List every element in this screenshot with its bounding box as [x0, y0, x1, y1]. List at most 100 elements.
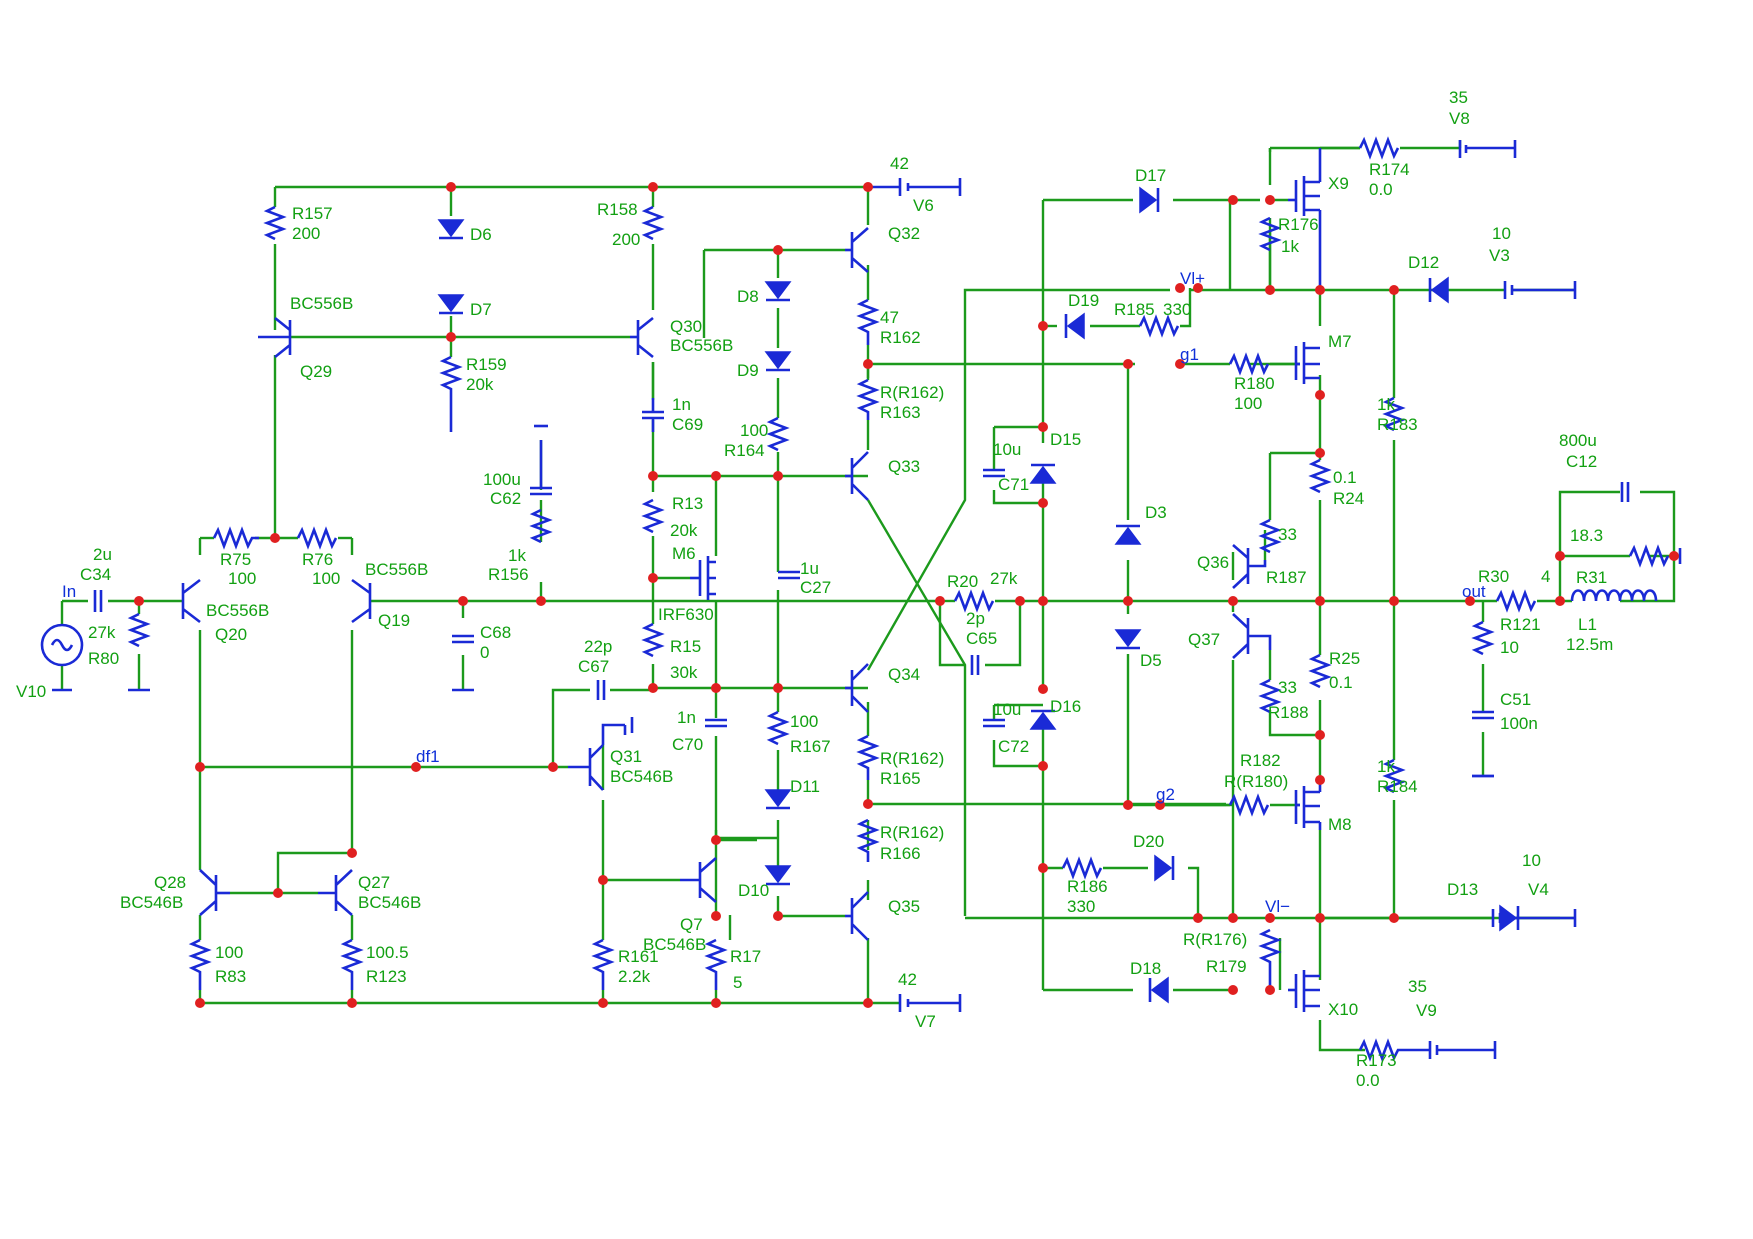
resistor-R164 — [766, 416, 790, 452]
capacitor-C27 — [778, 570, 800, 580]
label-C71: C71 — [998, 475, 1029, 494]
battery-V7 — [898, 994, 962, 1012]
label-R173: R173 — [1356, 1051, 1397, 1070]
diode-D16 — [1029, 709, 1057, 730]
label-R186-value: 330 — [1067, 897, 1095, 916]
resistor-R163 — [856, 378, 880, 420]
label-R188: R188 — [1268, 703, 1309, 722]
diode-D9 — [764, 351, 792, 372]
label-D16: D16 — [1050, 697, 1081, 716]
label-Q31-type: BC546B — [610, 767, 673, 786]
sources — [40, 140, 1682, 1059]
resistor-R76 — [296, 526, 338, 550]
resistor-R75 — [212, 526, 259, 550]
resistor-R183 — [1382, 396, 1406, 432]
label-R17-value: 5 — [733, 973, 742, 992]
label-D11: D11 — [790, 777, 820, 796]
transistor-Q7 — [680, 857, 717, 903]
capacitor-C69 — [642, 398, 664, 432]
label-Q7: Q7 — [680, 915, 703, 934]
label-V8-value: 35 — [1449, 88, 1468, 107]
label-R83: R83 — [215, 967, 246, 986]
transistor-Q30 — [630, 316, 654, 359]
label-C68: C68 — [480, 623, 511, 642]
resistor-R182 — [1228, 793, 1270, 817]
label-D5: D5 — [1140, 651, 1162, 670]
transistor-Q29 — [258, 316, 292, 359]
label-R15-value: 30k — [670, 663, 698, 682]
label-V7-value: 42 — [898, 970, 917, 989]
label-R174: R174 — [1369, 160, 1410, 179]
resistor-R176 — [1258, 216, 1282, 252]
diode-D12 — [1428, 276, 1449, 304]
label-R164: R164 — [724, 441, 765, 460]
label-R31: R31 — [1576, 568, 1607, 587]
diode-D3 — [1114, 524, 1142, 545]
label-R161: R161 — [618, 947, 659, 966]
label-Q32: Q32 — [888, 224, 920, 243]
label-C34-value: 2u — [93, 545, 112, 564]
label-R80-value: 27k — [88, 623, 116, 642]
battery-V9 — [1428, 1041, 1497, 1059]
resistor-R180 — [1228, 352, 1270, 376]
label-R188-value: 33 — [1278, 678, 1297, 697]
label-D19: D19 — [1068, 291, 1099, 310]
label-R167: R167 — [790, 737, 831, 756]
label-C34: C34 — [80, 565, 111, 584]
diode-D15 — [1029, 463, 1057, 484]
label-C69: C69 — [672, 415, 703, 434]
label-V4-value: 10 — [1522, 851, 1541, 870]
label-X9: X9 — [1328, 174, 1349, 193]
diode-D19 — [1064, 312, 1085, 340]
label-C65-value: 2p — [966, 609, 985, 628]
battery-V4 — [1491, 909, 1577, 927]
label-C67-value: 22p — [584, 637, 612, 656]
transistor-Q35 — [845, 891, 869, 941]
label-R183-value: 1k — [1377, 395, 1395, 414]
resistor-R162 — [856, 298, 880, 345]
label-Q20-type: BC556B — [206, 601, 269, 620]
label-In: In — [62, 582, 76, 601]
resistor-R156 — [529, 508, 553, 544]
signal-source-V10 — [40, 623, 84, 692]
resistor-R186 — [1061, 856, 1103, 880]
resistor-R157 — [263, 205, 287, 241]
label-D10: D10 — [738, 881, 769, 900]
label-R158-value: 200 — [612, 230, 640, 249]
label-V7: V7 — [915, 1012, 936, 1031]
capacitor-C70 — [705, 718, 727, 728]
label-Q29-type: BC556B — [290, 294, 353, 313]
label-R24-value: 0.1 — [1333, 468, 1357, 487]
label-R186: R186 — [1067, 877, 1108, 896]
resistor-R184 — [1382, 758, 1406, 794]
label-M6: M6 — [672, 544, 696, 563]
transistors — [181, 148, 1322, 1012]
capacitor-C34 — [93, 590, 103, 612]
diode-D10 — [764, 865, 792, 886]
label-R75-value: 100 — [228, 569, 256, 588]
label-R166-value: R(R162) — [880, 823, 944, 842]
label-C27: C27 — [800, 578, 831, 597]
label-X10: X10 — [1328, 1000, 1358, 1019]
label-R25: R25 — [1329, 649, 1360, 668]
label-D12: D12 — [1408, 253, 1439, 272]
label-D7: D7 — [470, 300, 492, 319]
label-Vl-minus: Vl− — [1265, 897, 1290, 916]
label-R173-value: 0.0 — [1356, 1071, 1380, 1090]
transistor-Q28 — [199, 869, 230, 916]
label-D3: D3 — [1145, 503, 1167, 522]
label-Q20: Q20 — [215, 625, 247, 644]
transistor-Q36 — [1232, 544, 1267, 589]
labels: R157 200 D6 D7 R158 200 42 V6 Q32 BC556B… — [16, 88, 1613, 1090]
diode-D5 — [1114, 629, 1142, 650]
label-R176-value: 1k — [1281, 237, 1299, 256]
transistor-Q20 — [181, 578, 201, 624]
transistor-Q37 — [1232, 613, 1272, 659]
label-Q28-type: BC546B — [120, 893, 183, 912]
label-V8: V8 — [1449, 109, 1470, 128]
label-R80: R80 — [88, 649, 119, 668]
resistor-R167 — [766, 710, 790, 746]
resistors — [127, 136, 1670, 1062]
label-D6: D6 — [470, 225, 492, 244]
resistor-R123 — [340, 938, 364, 990]
